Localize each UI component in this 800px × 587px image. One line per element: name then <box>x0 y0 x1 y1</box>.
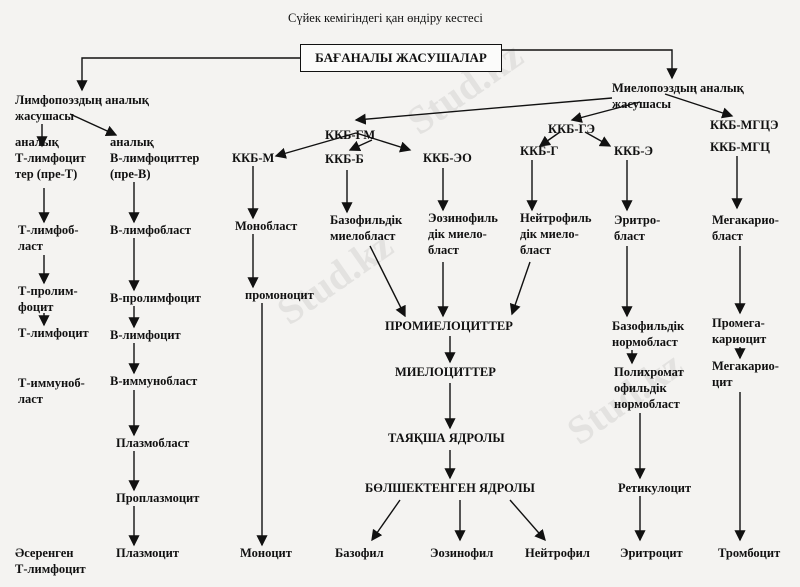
node: ПРОМИЕЛОЦИТТЕР <box>385 319 513 333</box>
node: Эритроцит <box>620 546 683 560</box>
node: В-иммунобласт <box>110 374 198 388</box>
node: ККБ-М <box>232 151 275 165</box>
node: Тромбоцит <box>718 546 781 560</box>
node: Миелопоэздың аналық жасушасы <box>612 81 744 111</box>
node: Проплазмоцит <box>116 491 200 505</box>
node: Промега- кариоцит <box>712 316 767 346</box>
node: Әсеренген Т-лимфоцит <box>15 546 86 576</box>
node: Лимфопоэздың аналық жасушасы <box>15 93 149 123</box>
node: промоноцит <box>245 288 314 302</box>
node: Базофил <box>335 546 384 560</box>
node: Эозинофил <box>430 546 494 560</box>
node: В-лимфобласт <box>110 223 192 237</box>
stem-cells-box: БАҒАНАЛЫ ЖАСУШАЛАР <box>300 44 502 72</box>
node: ККБ-Г <box>520 144 559 158</box>
node: Монобласт <box>235 219 298 233</box>
node: Плазмоцит <box>116 546 179 560</box>
node: ККБ-ЭО <box>423 151 472 165</box>
node: Эритро- бласт <box>614 213 661 243</box>
node: ККБ-МГЦЭ <box>710 118 779 132</box>
diagram-title: Сүйек кемігіндегі қан өндіру кестесі <box>288 11 483 25</box>
node: Эозинофиль дік миело- бласт <box>428 211 498 257</box>
node: Мегакарио- бласт <box>712 213 779 243</box>
node: Базофильдік миелобласт <box>330 213 403 243</box>
node: Нейтрофиль дік миело- бласт <box>520 211 592 257</box>
node: Ретикулоцит <box>618 481 692 495</box>
node: В-лимфоцит <box>110 328 181 342</box>
node: Т-лимфоцит <box>18 326 89 340</box>
node: В-пролимфоцит <box>110 291 201 305</box>
node: ККБ-МГЦ <box>710 140 771 154</box>
node: Т-лимфоб- ласт <box>18 223 79 253</box>
node: БӨЛШЕКТЕНГЕН ЯДРОЛЫ <box>365 481 535 495</box>
node: Базофильдік нормобласт <box>612 319 685 349</box>
node: ККБ-Б <box>325 152 364 166</box>
node: ККБ-ГЭ <box>548 122 595 136</box>
node: Моноцит <box>240 546 292 560</box>
node: Плазмобласт <box>116 436 190 450</box>
node: Полихромат офильдік нормобласт <box>614 365 684 411</box>
node: Т-иммуноб- ласт <box>18 376 85 406</box>
node: Т-пролим- фоцит <box>18 284 78 314</box>
node: Мегакарио- цит <box>712 359 779 389</box>
node: Нейтрофил <box>525 546 590 560</box>
node: ТАЯҚША ЯДРОЛЫ <box>388 431 505 445</box>
node: МИЕЛОЦИТТЕР <box>395 365 496 379</box>
node: ККБ-Э <box>614 144 654 158</box>
node: аналық Т-лимфоцит тер (пре-Т) <box>15 135 86 181</box>
node: ККБ-ГМ <box>325 128 376 142</box>
node: аналық В-лимфоциттер (пре-В) <box>110 135 200 181</box>
